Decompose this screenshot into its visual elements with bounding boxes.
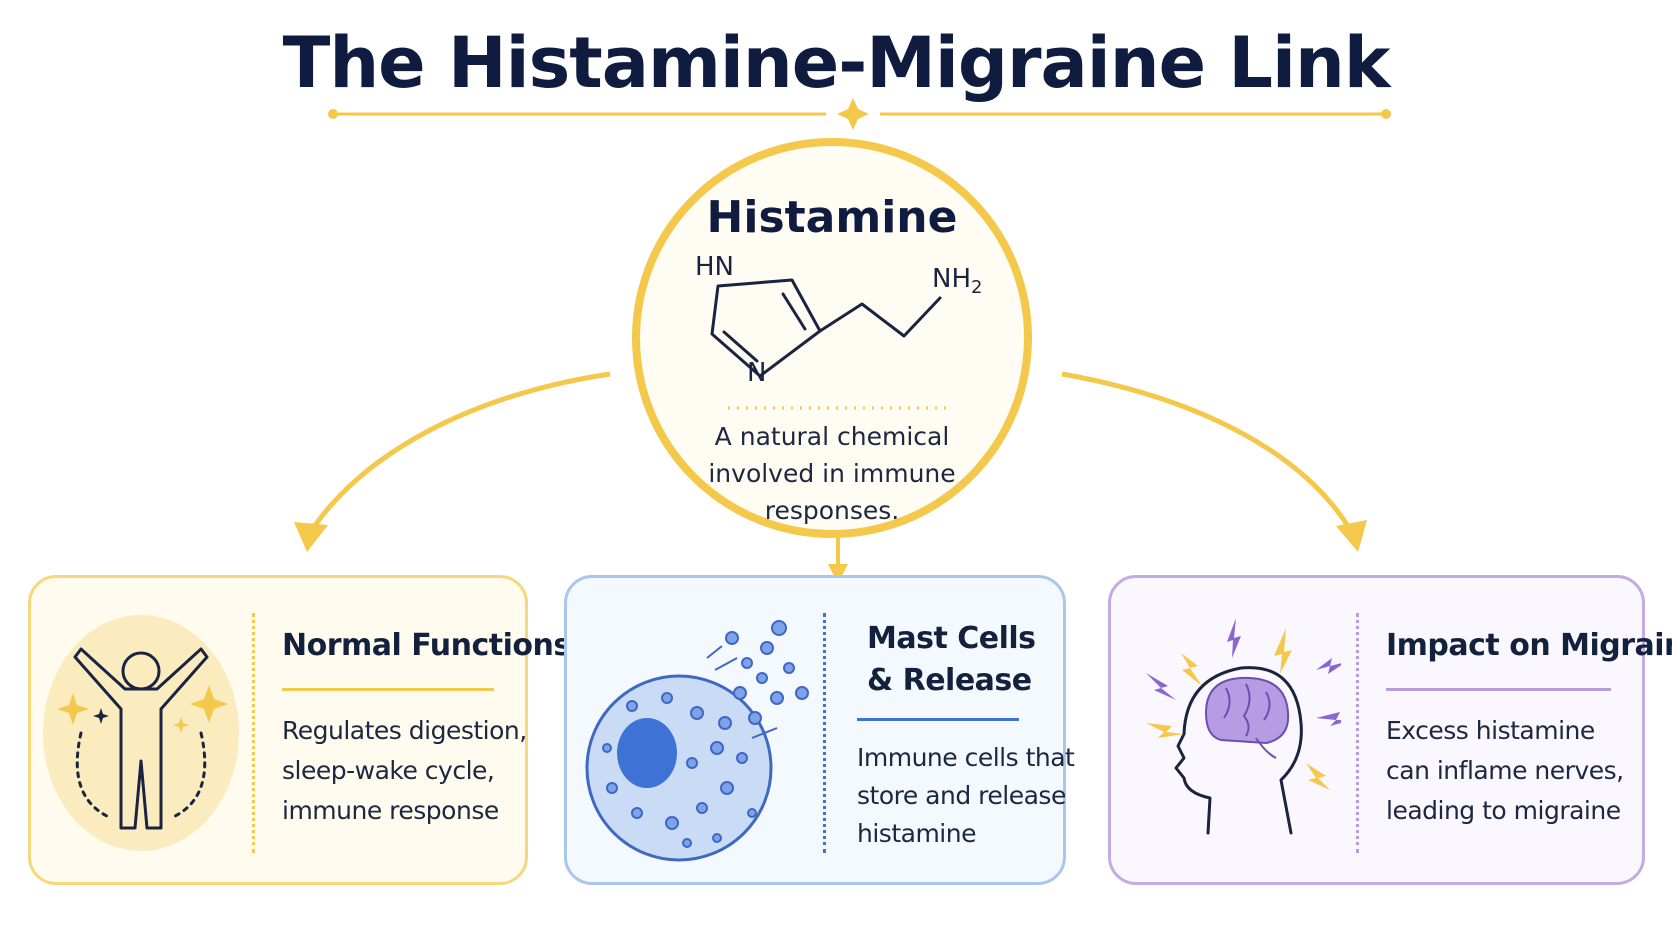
page-title: The Histamine-Migraine Link: [282, 22, 1391, 104]
mast-cells-line-3: histamine: [857, 819, 976, 848]
card-divider: [252, 613, 255, 853]
n-label: N: [747, 358, 767, 388]
arrow-to-normal-functions: [307, 371, 611, 535]
histamine-circle: Histamine HN N NH2 A natural chemical in…: [632, 138, 1032, 538]
mast-cells-title: Mast Cells & Release: [867, 618, 1036, 702]
impact-on-migraine-card: Impact on Migraine Excess histamine can …: [1108, 575, 1672, 885]
card-divider: [1356, 613, 1359, 853]
impact-on-migraine-line-1: Excess histamine: [1386, 716, 1595, 745]
normal-functions-title: Normal Functions: [282, 628, 571, 663]
histamine-molecule-icon: [710, 278, 950, 410]
person-arms-raised-icon: [43, 615, 239, 851]
normal-functions-card: Normal Functions Regulates digestion, sl…: [28, 575, 571, 885]
impact-on-migraine-line-2: can inflame nerves,: [1386, 756, 1624, 785]
histamine-description: A natural chemical involved in immune re…: [708, 422, 956, 525]
histamine-title: Histamine: [706, 192, 958, 243]
normal-functions-line-1: Regulates digestion,: [282, 716, 527, 745]
hn-label: HN: [695, 252, 734, 282]
arrow-to-impact-on-migraine: [1061, 371, 1355, 535]
head-brain-lightning-icon: [1146, 618, 1341, 835]
sparkle-icon: [837, 98, 869, 130]
mast-cells-line-2: store and release: [857, 781, 1066, 810]
title-underline: [1386, 688, 1611, 691]
normal-functions-line-2: sleep-wake cycle,: [282, 756, 495, 785]
title-underline: [857, 718, 1019, 721]
title-underline: [282, 688, 494, 691]
title-divider: [328, 98, 1391, 130]
mast-cell-icon: [585, 620, 809, 862]
impact-on-migraine-title: Impact on Migraine: [1386, 628, 1672, 663]
impact-on-migraine-line-3: leading to migraine: [1386, 796, 1621, 825]
card-divider: [823, 613, 826, 853]
mast-cells-title-line-1: Mast Cells: [867, 621, 1036, 656]
nh2-label: NH2: [932, 264, 983, 299]
normal-functions-line-3: immune response: [282, 796, 499, 825]
mast-cells-card: Mast Cells & Release Immune cells that s…: [564, 575, 1075, 885]
mast-cells-line-1: Immune cells that: [857, 743, 1075, 772]
mast-cells-title-line-2: & Release: [867, 663, 1032, 698]
